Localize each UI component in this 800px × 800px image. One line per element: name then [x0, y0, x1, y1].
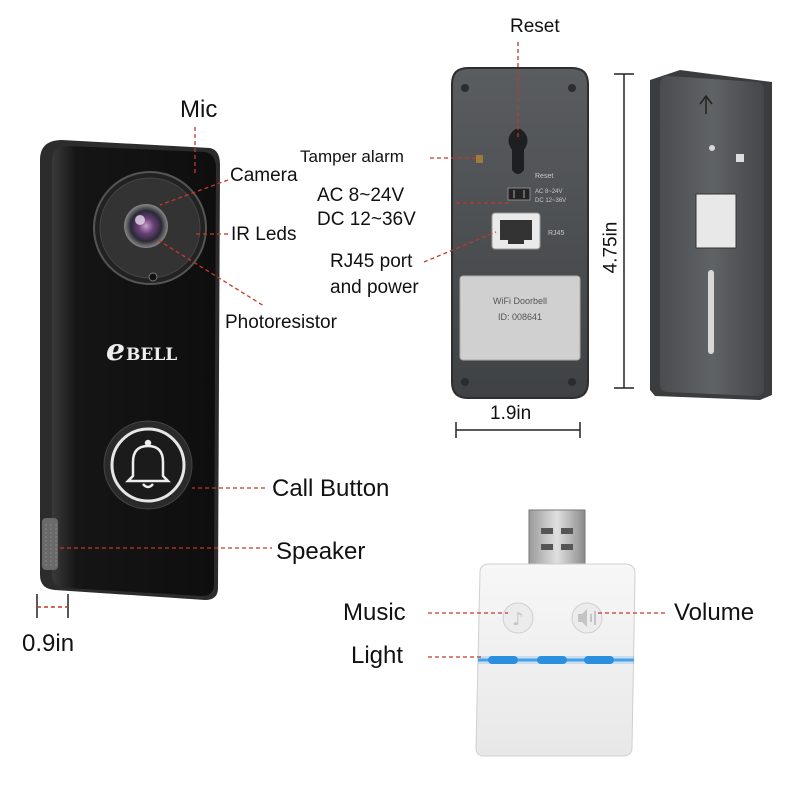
label-camera: Camera	[230, 165, 298, 186]
tamper-switch	[476, 155, 483, 163]
music-button[interactable]	[502, 602, 534, 634]
photoresistor-dot	[148, 272, 158, 282]
label-depth: 0.9in	[22, 630, 75, 657]
label-call-button: Call Button	[272, 475, 390, 502]
reset-hole	[508, 128, 528, 174]
mounting-plate	[650, 70, 772, 400]
light-led-2	[537, 656, 567, 664]
label-speaker: Speaker	[276, 538, 366, 565]
id-sticker	[459, 275, 581, 361]
dimension-lines	[36, 73, 634, 618]
label-ac: AC 8~24V	[317, 185, 405, 206]
label-music: Music	[343, 599, 406, 626]
doorbell-back	[451, 67, 589, 399]
bell-icon	[124, 439, 172, 489]
label-dc: DC 12~36V	[317, 209, 416, 230]
label-rj45-line1: RJ45 port	[330, 251, 413, 272]
label-reset: Reset	[510, 16, 560, 37]
printed-reset: Reset	[535, 173, 553, 180]
label-volume: Volume	[674, 599, 755, 626]
printed-rj45: RJ45	[548, 230, 564, 237]
logo-initial: e	[106, 333, 125, 368]
label-mic: Mic	[180, 96, 218, 123]
label-rj45-line2: and power	[330, 277, 419, 298]
chime-unit: ♪	[475, 509, 636, 757]
logo-text: BELL	[126, 345, 177, 365]
camera-module	[93, 171, 207, 285]
label-photoresistor: Photoresistor	[225, 312, 337, 333]
printed-dc: DC 12~36V	[535, 198, 566, 204]
power-terminal	[507, 187, 531, 201]
leader-lines	[60, 42, 668, 658]
call-button-ring	[103, 420, 193, 510]
sticker-line2: ID: 008641	[498, 312, 542, 322]
speaker-volume-icon	[578, 609, 596, 627]
label-light: Light	[351, 642, 404, 669]
light-led-1	[488, 656, 518, 664]
sticker-line1: WiFi Doorbell	[493, 296, 547, 306]
light-led-3	[584, 656, 614, 664]
printed-ac: AC 8~24V	[535, 189, 563, 195]
usb-plug	[528, 509, 586, 571]
music-note-icon: ♪	[512, 609, 524, 630]
camera-lens	[124, 204, 168, 248]
label-ir-leds: IR Leds	[231, 224, 297, 245]
label-tamper-alarm: Tamper alarm	[300, 147, 404, 166]
label-height: 4.75in	[600, 221, 622, 274]
label-width: 1.9in	[490, 403, 532, 424]
